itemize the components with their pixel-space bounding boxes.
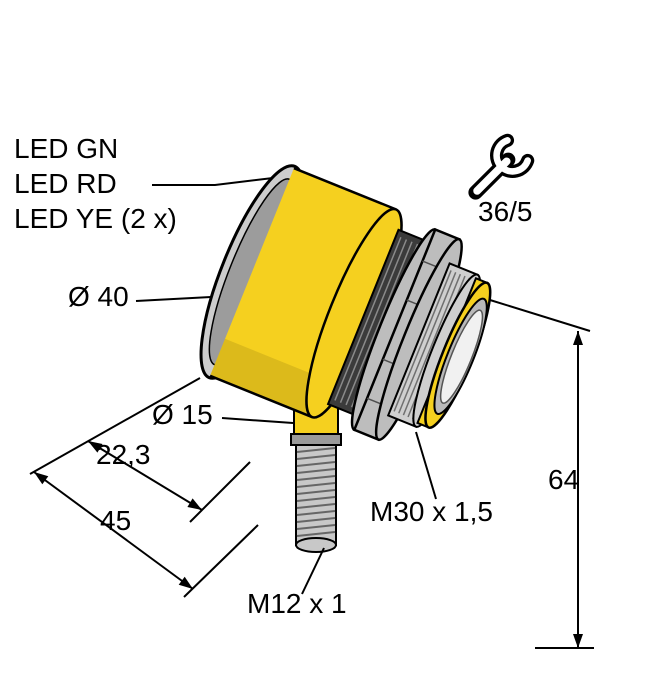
wrench-icon: [468, 133, 535, 200]
label-dia-40: Ø 40: [68, 281, 129, 312]
arrow-45-end: [178, 576, 193, 589]
housing-bottom-edge: [209, 374, 313, 419]
label-thread-m12: M12 x 1: [247, 588, 347, 619]
label-led-ye: LED YE (2 x): [14, 203, 177, 234]
label-dim-45: 45: [100, 505, 131, 536]
connector-thread-barrel: [295, 444, 337, 546]
wrench-handle-fill: [473, 157, 511, 195]
dim-22-line: [87, 440, 203, 511]
ext-line-connector-axis: [189, 461, 251, 523]
sensing-face: [439, 309, 484, 404]
dimension-lines: [29, 177, 594, 649]
ext-line-64-top: [489, 299, 591, 332]
leader-dia-15: [221, 417, 294, 424]
leader-m30: [415, 431, 437, 500]
ext-line-45-end: [183, 524, 259, 598]
leader-led: [152, 177, 274, 186]
label-led-rd: LED RD: [14, 168, 117, 199]
label-dim-22-3: 22,3: [96, 439, 151, 470]
label-dia-15: Ø 15: [152, 399, 213, 430]
sensor-housing: [199, 164, 492, 442]
dim-45-line: [33, 471, 194, 590]
label-wrench-size: 36/5: [478, 196, 533, 227]
leader-m12: [301, 547, 325, 595]
housing-body-shade: [210, 338, 328, 418]
ext-line-back-face: [29, 377, 201, 475]
connector-thread-ridges: [296, 447, 336, 537]
label-thread-m30: M30 x 1,5: [370, 496, 493, 527]
label-led-gn: LED GN: [14, 133, 118, 164]
housing-body: [210, 168, 396, 418]
connector-tip: [295, 537, 337, 553]
leader-dia-40: [135, 296, 212, 302]
arrow-22-start: [88, 441, 103, 453]
dimension-arrowheads: [34, 331, 583, 648]
m12-connector: [290, 395, 342, 553]
arrow-45-start: [34, 472, 49, 485]
arrow-64-bottom: [573, 634, 583, 648]
arrow-22-end: [187, 498, 202, 510]
arrow-64-top: [573, 331, 583, 345]
connector-collar: [290, 433, 342, 446]
label-dim-64: 64: [548, 464, 579, 495]
housing-top-edge: [293, 166, 397, 211]
